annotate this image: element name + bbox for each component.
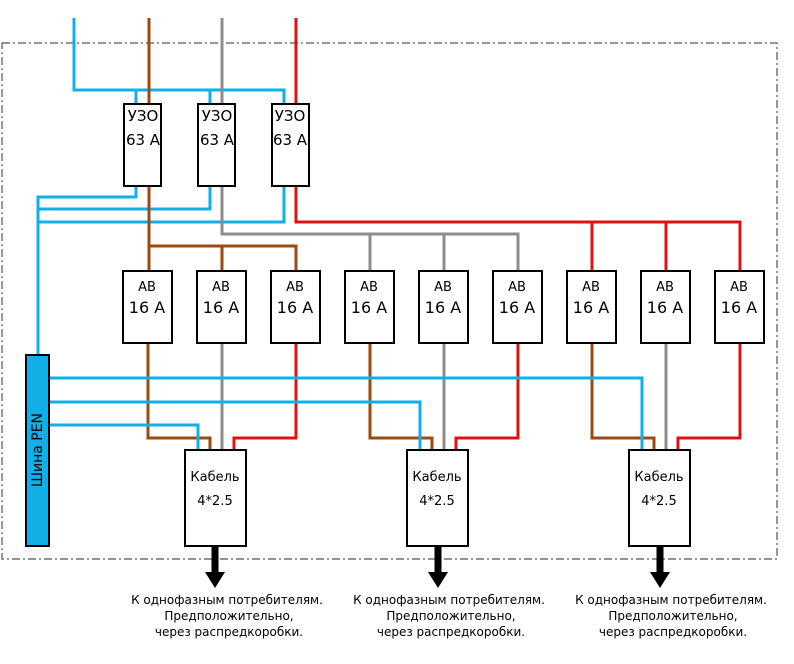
breaker-label: АВ [212,280,230,295]
breaker-label: АВ [582,280,600,295]
neutral-to-cable-1 [50,423,200,450]
wires [36,18,742,450]
breaker-label: АВ [360,280,378,295]
rcd-3: УЗО 63 А [271,103,310,187]
rcd-1: УЗО 63 А [123,103,162,187]
breaker-rating: 16 А [129,298,165,317]
output-caption-1: К однофазным потребителям. Предположител… [131,593,323,639]
breaker-rating: 16 А [203,298,239,317]
breaker-label: АВ [508,280,526,295]
breaker-rating: 16 А [499,298,535,317]
rcd-rating: 63 А [273,131,308,149]
down-arrow-icon [650,546,670,588]
rcd-neutral-out [36,186,286,355]
breaker-8: АВ 16 А [640,270,691,344]
breaker-label: АВ [730,280,748,295]
neutral-to-cable-3 [50,376,644,450]
breaker-6: АВ 16 А [492,270,543,344]
cable-label: Кабель [634,470,683,485]
incoming-neutral-wire [72,18,286,104]
breaker-4: АВ 16 А [344,270,395,344]
pen-bus [25,354,50,547]
caption-line: К однофазным потребителям. [575,593,767,607]
brown-phase-bus [147,186,298,271]
caption-line: через распредкоробки. [155,625,303,639]
caption-line: Предположительно, [608,609,737,623]
caption-line: Предположительно, [164,609,293,623]
breaker-rating: 16 А [721,298,757,317]
cable-2: Кабель 4*2.5 [406,449,469,547]
caption-line: К однофазным потребителям. [131,593,323,607]
down-arrow-icon [205,546,225,588]
breaker-3: АВ 16 А [270,270,321,344]
output-captions: К однофазным потребителям. Предположител… [131,593,767,639]
breaker-7: АВ 16 А [566,270,617,344]
red-phase-bus [294,186,742,271]
rcd-row: УЗО 63 А УЗО 63 А УЗО 63 А [123,103,310,187]
rcd-rating: 63 А [126,131,161,149]
output-arrows [205,546,670,588]
breaker-1: АВ 16 А [122,270,173,344]
pen-bus-label: Шина PEN [30,413,46,487]
rcd-label: УЗО [128,107,159,125]
breaker-rating: 16 А [351,298,387,317]
cable-3: Кабель 4*2.5 [628,449,691,547]
output-caption-3: К однофазным потребителям. Предположител… [575,593,767,639]
cable-spec: 4*2.5 [641,494,676,509]
neutral-to-cable-2 [50,400,422,450]
output-caption-2: К однофазным потребителям. Предположител… [353,593,545,639]
rcd-label: УЗО [275,107,306,125]
cable-label: Кабель [412,470,461,485]
caption-line: через распредкоробки. [377,625,525,639]
breaker-label: АВ [434,280,452,295]
cable-row: Кабель 4*2.5 Кабель 4*2.5 Кабель 4*2.5 [184,449,691,547]
down-arrow-icon [428,546,448,588]
breaker-rating: 16 А [647,298,683,317]
rcd-2: УЗО 63 А [197,103,236,187]
rcd-label: УЗО [202,107,233,125]
caption-line: через распредкоробки. [599,625,747,639]
breaker-label: АВ [138,280,156,295]
breaker-rating: 16 А [573,298,609,317]
cable-spec: 4*2.5 [197,494,232,509]
breaker-row: АВ 16 А АВ 16 А АВ 16 А АВ 16 А АВ 16 А … [122,270,765,344]
gray-phase-bus [220,186,520,271]
breaker-label: АВ [656,280,674,295]
breaker-rating: 16 А [277,298,313,317]
cable-label: Кабель [190,470,239,485]
cable-spec: 4*2.5 [419,494,454,509]
rcd-rating: 63 А [200,131,235,149]
breaker-2: АВ 16 А [196,270,247,344]
breaker-rating: 16 А [425,298,461,317]
breaker-label: АВ [286,280,304,295]
caption-line: К однофазным потребителям. [353,593,545,607]
cable-1: Кабель 4*2.5 [184,449,247,547]
caption-line: Предположительно, [386,609,515,623]
breaker-5: АВ 16 А [418,270,469,344]
breaker-9: АВ 16 А [714,270,765,344]
enclosure-border [1,42,778,560]
